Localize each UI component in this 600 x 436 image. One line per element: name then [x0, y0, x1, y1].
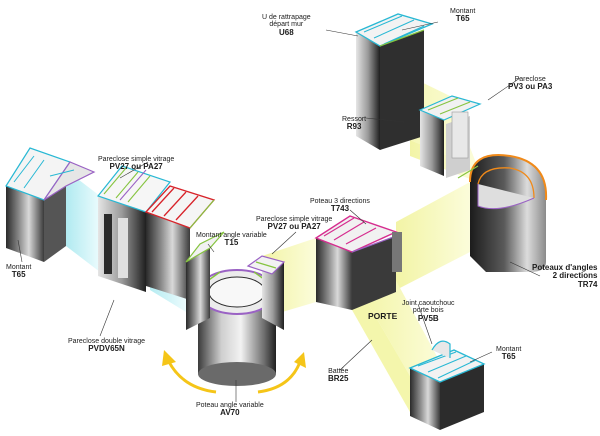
label-montant-top: Montant T65 [450, 8, 475, 24]
poteaux-angles-curved [457, 154, 548, 272]
label-battee-code: BR25 [328, 374, 349, 384]
montant-bottom-post [408, 340, 486, 430]
label-pareclose-simple-mid: Pareclose simple vitrage PV27 ou PA27 [256, 216, 332, 232]
label-porte: PORTE [368, 311, 398, 321]
label-pareclose-double-code: PVDV65N [88, 344, 125, 354]
label-ressort-code: R93 [346, 122, 362, 132]
label-montant-angle-variable-code: T15 [224, 238, 239, 248]
label-ressort: Ressort R93 [342, 116, 366, 132]
label-montant-top-code: T65 [455, 14, 470, 24]
glass-panel-left-1 [66, 170, 100, 272]
door-panel-side [352, 276, 410, 412]
montant-left-post [5, 147, 96, 262]
red-profile-group [144, 185, 216, 300]
label-poteau-angle-variable-code: AV70 [220, 408, 240, 418]
label-montant-bottom: Montant T65 [496, 346, 521, 362]
label-montant-angle-variable-name: Montant angle variable [196, 232, 267, 239]
label-pareclose-simple-left-code: PV27 ou PA27 [109, 162, 163, 172]
label-poteaux-angles-line2: 2 directions [552, 271, 598, 281]
label-poteaux-angles: Poteaux d'angles 2 directions TR74 [532, 263, 598, 289]
label-joint-caoutchouc-line2: porte bois [412, 307, 444, 315]
label-poteau-angle-variable: Poteau angle variable AV70 [196, 402, 264, 418]
label-joint-caoutchouc-line1: Joint caoutchouc [402, 300, 455, 307]
pareclose-double-block [96, 165, 172, 292]
label-pareclose-double-name: Pareclose double vitrage [68, 338, 146, 345]
label-poteaux-angles-line1: Poteaux d'angles [532, 263, 598, 272]
label-montant-top-name: Montant [450, 8, 476, 15]
label-montant-angle-variable: Montant angle variable T15 [196, 232, 267, 248]
poteau-3-directions [314, 215, 402, 310]
label-pareclose-simple-left: Pareclose simple vitrage PV27 ou PA27 [98, 156, 174, 172]
label-u68-line1: U de rattrapage [262, 14, 311, 21]
label-poteau-angle-variable-name: Poteau angle variable [196, 402, 264, 409]
montant-top-post [354, 13, 434, 150]
label-poteaux-angles-code: TR74 [577, 279, 598, 289]
label-battee: Battée BR25 [328, 368, 348, 384]
glass-panel-right-lower [396, 182, 470, 290]
label-pareclose-pv3: Pareclose PV3 ou PA3 [508, 76, 552, 92]
montant-angle-variable [185, 231, 286, 330]
leader-lines [17, 21, 541, 402]
poteau-angle-variable-cylinder [197, 269, 277, 386]
label-ressort-name: Ressort [342, 116, 367, 123]
label-u68: U de rattrapage départ mur U68 [262, 14, 311, 37]
label-pareclose-simple-mid-name: Pareclose simple vitrage [256, 216, 333, 223]
label-joint-caoutchouc: Joint caoutchouc porte bois PV5B [402, 300, 455, 323]
label-montant-left-name: Montant [6, 264, 32, 271]
label-pareclose-pv3-name: Pareclose [514, 76, 546, 83]
label-u68-line2: départ mur [269, 21, 304, 29]
label-poteau-3-directions-code: T743 [330, 204, 350, 214]
label-montant-left: Montant T65 [6, 264, 31, 280]
label-montant-bottom-code: T65 [501, 352, 516, 362]
label-pareclose-double: Pareclose double vitrage PVDV65N [68, 338, 145, 354]
pareclose-pv3-block [418, 95, 482, 178]
rotation-arrows [162, 350, 306, 394]
label-pareclose-pv3-code: PV3 ou PA3 [508, 82, 553, 92]
label-poteau-3-directions-name: Poteau 3 directions [310, 198, 370, 205]
label-battee-name: Battée [328, 368, 349, 375]
label-poteau-3-directions: Poteau 3 directions T743 [310, 198, 370, 214]
label-montant-bottom-name: Montant [496, 346, 522, 353]
label-u68-code: U68 [278, 27, 294, 37]
label-joint-caoutchouc-code: PV5B [417, 313, 439, 323]
label-montant-left-code: T65 [11, 270, 26, 280]
label-pareclose-simple-left-name: Pareclose simple vitrage [98, 156, 175, 163]
label-pareclose-simple-mid-code: PV27 ou PA27 [267, 222, 321, 232]
